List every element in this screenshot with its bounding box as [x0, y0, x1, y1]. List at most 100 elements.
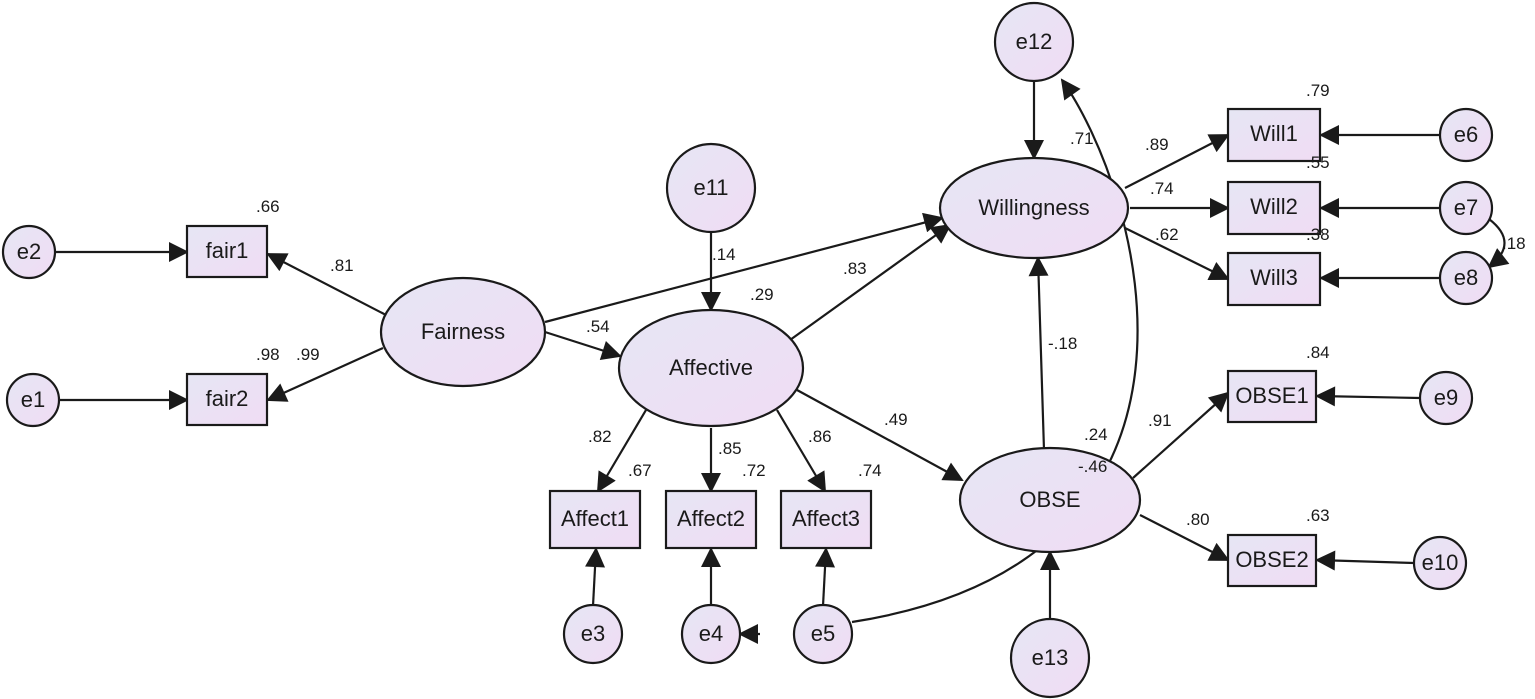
label-e6: e6 — [1454, 122, 1478, 147]
loading-affect3: .86 — [808, 427, 832, 446]
label-will2: Will2 — [1250, 194, 1298, 219]
observed-affect2 — [664, 489, 758, 550]
loading-affect2: .85 — [718, 439, 742, 458]
latent-willingness — [938, 156, 1130, 260]
error-e11 — [665, 142, 757, 234]
label-affect3: Affect3 — [792, 506, 860, 531]
label-e9: e9 — [1434, 385, 1458, 410]
label-fair1: fair1 — [206, 238, 249, 263]
latent-obse — [958, 446, 1142, 554]
arrow-e10-obse2 — [1315, 550, 1415, 571]
arrow-affective-willingness — [789, 223, 952, 341]
loading-affect1: .82 — [588, 427, 612, 446]
r2-obse1: .84 — [1306, 343, 1330, 362]
label-obse2: OBSE2 — [1235, 547, 1308, 572]
loading-will1: .89 — [1145, 135, 1169, 154]
latent-fairness — [379, 276, 547, 388]
arrow-obse-willingness — [1028, 256, 1049, 451]
observed-obse1 — [1226, 369, 1318, 424]
loading-fair1: .81 — [330, 256, 354, 275]
loading-will2: .74 — [1150, 179, 1174, 198]
r2-will3: .38 — [1306, 225, 1330, 244]
path-affective-willingness: .83 — [843, 259, 867, 278]
label-will1: Will1 — [1250, 121, 1298, 146]
cov-e7-e8: .18 — [1502, 234, 1526, 253]
covariance-e5-e12 — [851, 78, 1139, 624]
label-fairness: Fairness — [421, 319, 505, 344]
error-e12 — [993, 1, 1075, 83]
arrow-affective-obse — [796, 389, 964, 481]
path-affective-obse: .49 — [884, 410, 908, 429]
arrow-willingness-will3 — [1124, 227, 1230, 280]
arrow-obse-obse1 — [1132, 391, 1230, 479]
error-e13 — [1009, 617, 1091, 699]
r2-willingness: .71 — [1070, 129, 1094, 148]
label-e7: e7 — [1454, 195, 1478, 220]
arrow-fairness-willingness — [544, 212, 944, 324]
arrow-e9-obse1 — [1315, 386, 1421, 407]
label-e11: e11 — [693, 175, 728, 200]
arrow-affective-affect1 — [596, 409, 647, 493]
arrow-willingness-will1 — [1124, 134, 1230, 189]
label-affective: Affective — [669, 355, 753, 380]
observed-will3 — [1226, 251, 1322, 307]
r2-will2: .55 — [1306, 153, 1330, 172]
path-obse-willingness: -.18 — [1048, 334, 1077, 353]
error-e1 — [5, 372, 61, 428]
arrow-fairness-fair2 — [266, 346, 384, 402]
arrow-e5-affect3 — [815, 547, 836, 607]
cov-e5-e12: -.46 — [1078, 457, 1107, 476]
r2-affect3: .74 — [858, 461, 882, 480]
label-fair2: fair2 — [206, 386, 249, 411]
observed-affect3 — [779, 489, 873, 550]
error-e4 — [680, 603, 742, 665]
observed-fair1 — [185, 224, 269, 279]
observed-fair2 — [185, 372, 269, 427]
observed-obse2 — [1226, 533, 1318, 588]
path-fairness-willingness: .14 — [712, 245, 736, 264]
r2-affect2: .72 — [742, 461, 766, 480]
observed-affect1 — [548, 489, 642, 550]
error-e5 — [792, 603, 854, 665]
error-e2 — [1, 224, 57, 280]
covariance-e7-e8 — [1468, 200, 1510, 269]
error-e6 — [1438, 107, 1494, 163]
error-e10 — [1412, 535, 1468, 591]
r2-affective: .29 — [750, 285, 774, 304]
error-e7 — [1438, 180, 1494, 236]
label-e1: e1 — [21, 387, 45, 412]
arrow-fairness-fair1 — [266, 253, 387, 316]
label-e4: e4 — [699, 621, 723, 646]
r2-will1: .79 — [1306, 81, 1330, 100]
label-obse: OBSE — [1019, 487, 1080, 512]
arrow-fairness-affective — [544, 330, 622, 361]
loading-obse1: .91 — [1148, 411, 1172, 430]
arrow-e3-affect1 — [585, 547, 606, 607]
label-e12: e12 — [1016, 29, 1053, 54]
r2-obse2: .63 — [1306, 506, 1330, 525]
arrow-affective-affect3 — [776, 409, 827, 493]
observed-will1 — [1226, 107, 1322, 163]
error-e9 — [1418, 370, 1474, 426]
label-e8: e8 — [1454, 265, 1478, 290]
label-obse1: OBSE1 — [1235, 383, 1308, 408]
latent-affective — [617, 308, 805, 428]
label-affect2: Affect2 — [677, 506, 745, 531]
error-e8 — [1438, 250, 1494, 306]
label-affect1: Affect1 — [561, 506, 629, 531]
r2-affect1: .67 — [628, 461, 652, 480]
label-will3: Will3 — [1250, 265, 1298, 290]
label-e13: e13 — [1032, 645, 1069, 670]
r2-obse: .24 — [1084, 425, 1108, 444]
label-e10: e10 — [1422, 550, 1459, 575]
loading-will3: .62 — [1155, 225, 1179, 244]
r2-fair1: .66 — [256, 197, 280, 216]
label-e2: e2 — [17, 239, 41, 264]
path-fairness-affective: .54 — [586, 317, 610, 336]
label-willingness: Willingness — [978, 195, 1089, 220]
loading-fair2: .99 — [296, 345, 320, 364]
label-e5: e5 — [811, 621, 835, 646]
error-e3 — [562, 603, 624, 665]
label-e3: e3 — [581, 621, 605, 646]
